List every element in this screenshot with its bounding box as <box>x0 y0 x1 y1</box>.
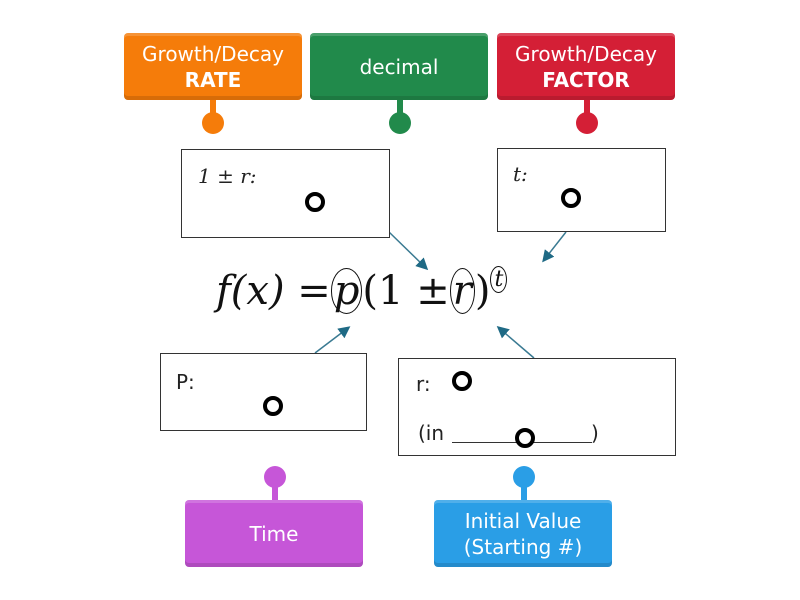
pin-stem <box>210 100 216 116</box>
tile-time[interactable]: Time <box>185 500 363 567</box>
tile-text-bold: RATE <box>184 67 242 92</box>
tile-text: Growth/Decay <box>515 41 657 66</box>
hotspot-factor[interactable] <box>305 192 325 212</box>
pin-stem <box>521 484 527 500</box>
formula-close: ) <box>474 268 491 314</box>
p-box-label: P: <box>176 370 195 394</box>
r-box-label: r: <box>416 372 431 396</box>
arrow-t <box>542 231 567 263</box>
pin-time <box>264 466 286 488</box>
hotspot-p[interactable] <box>263 396 283 416</box>
r-box-sub-prefix: (in <box>418 421 445 445</box>
tile-text: (Starting #) <box>463 534 583 559</box>
arrow-r <box>496 326 535 359</box>
tile-text: Growth/Decay <box>142 41 284 66</box>
r-box <box>398 358 676 456</box>
tile-text: Initial Value <box>464 508 582 533</box>
tile-text-bold: FACTOR <box>542 67 630 92</box>
hotspot-t[interactable] <box>561 188 581 208</box>
pin-decimal <box>389 112 411 134</box>
factor-box-label: 1 ± r: <box>198 164 257 188</box>
pin-rate <box>202 112 224 134</box>
pin-stem <box>272 484 278 500</box>
pin-factor <box>576 112 598 134</box>
formula-r: r <box>449 268 475 314</box>
p-box <box>160 353 367 431</box>
tile-growth-decay-rate[interactable]: Growth/Decay RATE <box>124 33 302 100</box>
tile-text: Time <box>249 521 299 546</box>
tile-growth-decay-factor[interactable]: Growth/Decay FACTOR <box>497 33 675 100</box>
t-box <box>497 148 666 232</box>
arrow-p <box>314 326 351 354</box>
tile-initial-value[interactable]: Initial Value (Starting #) <box>434 500 612 567</box>
arrow-factor <box>388 231 429 271</box>
pin-initial <box>513 466 535 488</box>
hotspot-unit[interactable] <box>515 428 535 448</box>
formula-open: (1 ± <box>362 268 450 314</box>
t-box-label: t: <box>513 162 528 186</box>
formula-exponent: t <box>490 266 508 293</box>
hotspot-r[interactable] <box>452 371 472 391</box>
r-box-sub-suffix: ) <box>591 421 599 445</box>
tile-decimal[interactable]: decimal <box>310 33 488 100</box>
tile-text: decimal <box>359 54 439 79</box>
pin-stem <box>397 100 403 116</box>
formula-p: p <box>330 268 363 314</box>
formula-lhs: f(x) = <box>216 268 331 314</box>
formula: f(x) =p(1 ±r)t <box>216 266 508 314</box>
pin-stem <box>584 100 590 116</box>
factor-box <box>181 149 390 238</box>
